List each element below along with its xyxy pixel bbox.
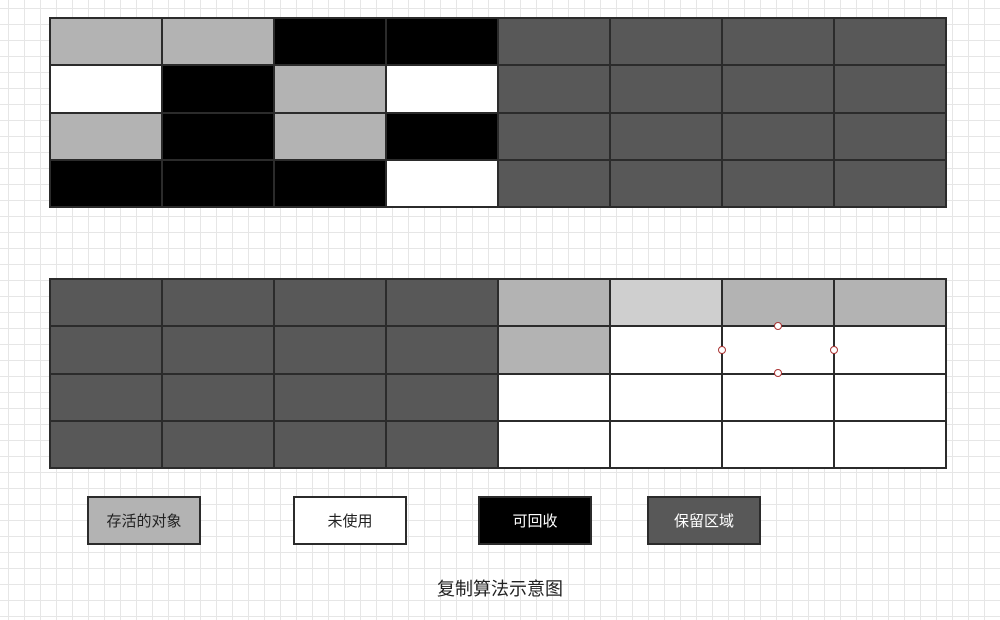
after-cell-live [499,280,609,326]
selection-handle-top[interactable] [774,322,782,330]
before-cell-reclaimable [387,113,497,159]
after-cell-reserved [51,280,161,326]
before-cell-reserved [723,113,833,159]
before-cell-reserved [499,160,609,206]
after-cell-unused [835,374,945,420]
before-cell-reserved [723,160,833,206]
legend-unused: 未使用 [293,496,407,545]
after-cell-unused [611,374,721,420]
selection-handle-right[interactable] [830,346,838,354]
after-cell-reserved [51,374,161,420]
before-cell-reserved [499,19,609,65]
before-cell-reclaimable [163,66,273,112]
after-cell-reserved [163,280,273,326]
memory-grid-after [49,278,947,469]
after-cell-unused [723,421,833,467]
legend-live-objects: 存活的对象 [87,496,201,545]
before-cell-reserved [835,160,945,206]
after-cell-reserved [275,421,385,467]
selection-handle-left[interactable] [718,346,726,354]
after-cell-reserved [163,374,273,420]
legend-reserved: 保留区域 [647,496,761,545]
before-cell-reserved [611,113,721,159]
before-cell-reserved [835,113,945,159]
after-cell-reserved [163,421,273,467]
after-cell-unused [723,327,833,373]
before-cell-live [275,66,385,112]
before-cell-reserved [835,66,945,112]
legend-reserved-label: 保留区域 [673,512,734,530]
before-cell-reclaimable [387,19,497,65]
legend-reclaimable-label: 可回收 [512,512,558,530]
after-cell-reserved [51,327,161,373]
after-cell-unused [835,327,945,373]
before-cell-reclaimable [163,160,273,206]
before-cell-reserved [499,66,609,112]
memory-grid-before [49,17,947,208]
after-cell-reserved [275,280,385,326]
before-cell-reserved [611,19,721,65]
after-cell-unused [499,421,609,467]
diagram-caption: 复制算法示意图 [437,579,563,600]
after-cell-reserved [275,327,385,373]
after-cell-reserved [387,374,497,420]
after-cell-reserved [387,421,497,467]
after-cell-reserved [163,327,273,373]
legend-unused-label: 未使用 [327,512,373,530]
after-cell-reserved [51,421,161,467]
after-cell-unused [835,421,945,467]
after-cell-live-light [611,280,721,326]
before-cell-reserved [835,19,945,65]
before-cell-live [51,113,161,159]
after-cell-live [723,280,833,326]
after-cell-unused [611,421,721,467]
before-cell-reserved [611,160,721,206]
before-cell-reclaimable [163,113,273,159]
before-cell-live [275,113,385,159]
after-cell-reserved [275,374,385,420]
after-cell-live [499,327,609,373]
legend-live-objects-label: 存活的对象 [106,512,182,530]
before-cell-reserved [723,19,833,65]
after-cell-live [835,280,945,326]
legend-reclaimable: 可回收 [478,496,592,545]
before-cell-unused [387,160,497,206]
before-cell-unused [51,66,161,112]
before-cell-unused [387,66,497,112]
after-cell-unused [723,374,833,420]
after-cell-reserved [387,327,497,373]
before-cell-reserved [723,66,833,112]
before-cell-reclaimable [51,160,161,206]
before-cell-reclaimable [275,160,385,206]
after-cell-unused [611,327,721,373]
after-cell-unused [499,374,609,420]
after-cell-reserved [387,280,497,326]
before-cell-live [163,19,273,65]
selection-handle-bottom[interactable] [774,369,782,377]
before-cell-live [51,19,161,65]
before-cell-reclaimable [275,19,385,65]
before-cell-reserved [611,66,721,112]
before-cell-reserved [499,113,609,159]
